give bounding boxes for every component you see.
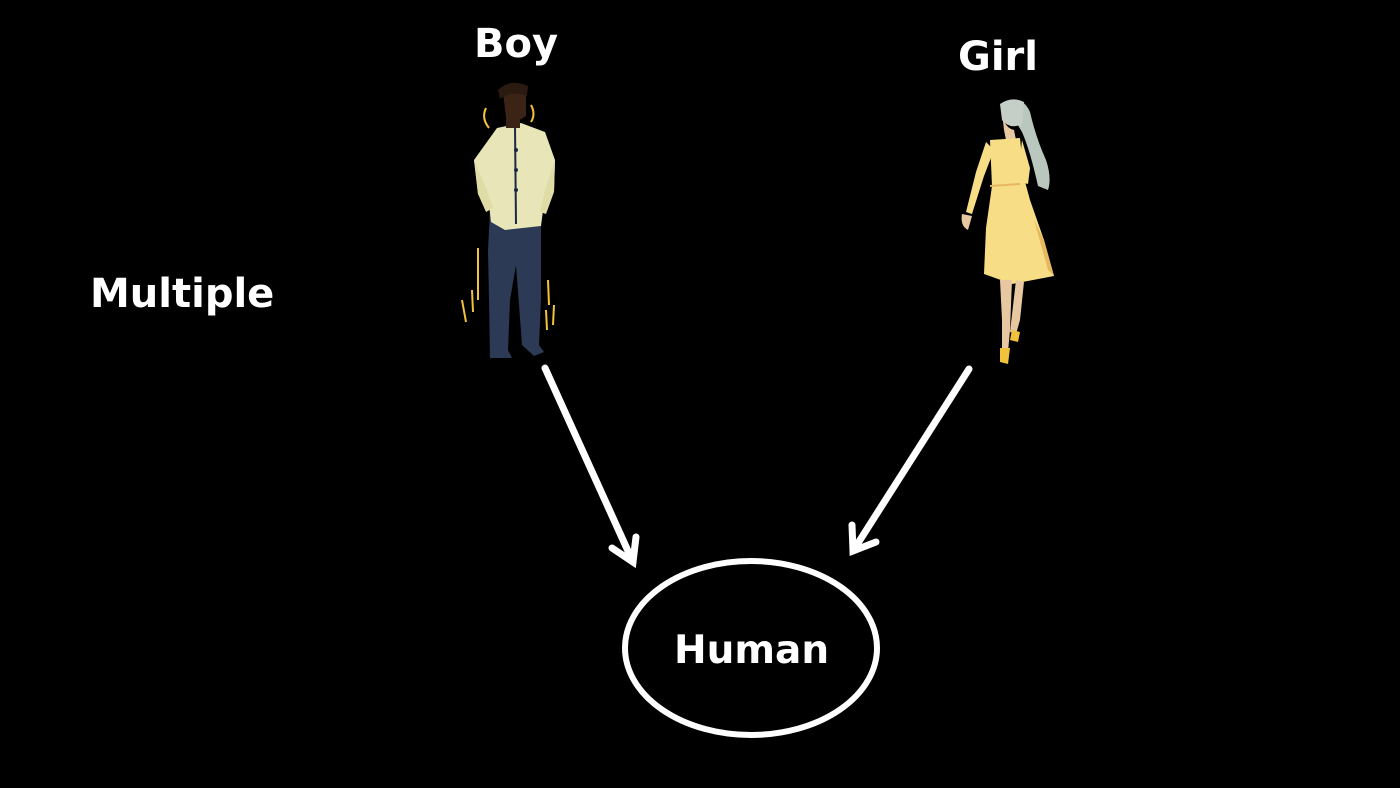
boy-figure-icon	[461, 82, 555, 358]
boy-label: Boy	[474, 21, 559, 67]
girl-figure-icon	[961, 99, 1054, 364]
arrow-girl-to-human	[848, 365, 973, 557]
human-node-ellipse	[622, 558, 880, 738]
arrow-boy-to-human	[541, 364, 640, 569]
human-label: Human	[674, 628, 830, 673]
girl-label: Girl	[958, 34, 1038, 80]
multiple-label: Multiple	[90, 271, 275, 317]
